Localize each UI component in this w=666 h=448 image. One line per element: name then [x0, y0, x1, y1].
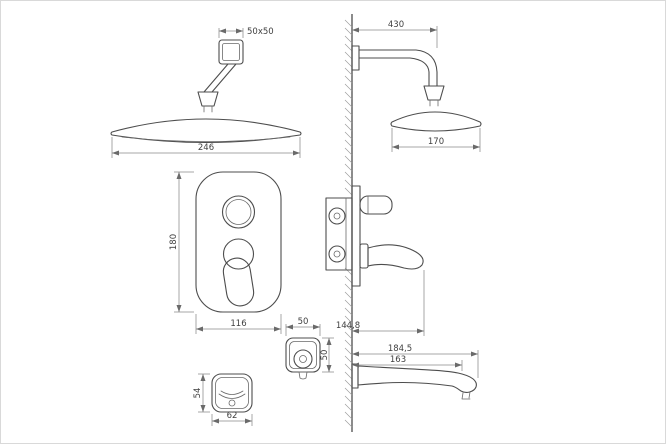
ceiling-flange: [218, 39, 244, 65]
spout-tube-top: [293, 349, 313, 369]
diverter-knob-side: [359, 195, 393, 215]
ball-joint-side: [423, 85, 445, 101]
spout-tube-top-center: [299, 355, 307, 363]
dim-label-plate-width: 116: [230, 319, 246, 329]
head-neck-front: [203, 105, 213, 113]
dim-label-handle-projection: 144,8: [336, 321, 360, 331]
overhead-shower-front-view: 50x50 246: [110, 27, 302, 158]
dimension-spout-front-width: 62: [211, 411, 253, 426]
dim-label-plate-height: 180: [169, 234, 179, 250]
dimension-head-width-side: 170: [391, 128, 481, 152]
dim-label-spout-front-width: 62: [227, 411, 238, 421]
dim-label-spout-top-width: 50: [298, 317, 309, 327]
lever-handle-front: [222, 257, 255, 307]
wall-hatching-lower: [344, 267, 353, 428]
dimension-handle-projection: 144,8: [336, 270, 425, 336]
lever-handle-side: [367, 244, 424, 270]
lever-pivot: [222, 238, 255, 270]
dimension-spout-projection: 163: [352, 355, 463, 371]
mixer-side-view: 144,8: [325, 185, 425, 336]
dimension-spout-projection-total: 184,5: [352, 344, 479, 378]
ball-joint-front: [197, 91, 219, 107]
spout-aerator-front: [228, 399, 236, 407]
inlet-port-bottom: [328, 245, 346, 263]
inlet-port-top: [328, 207, 346, 225]
ceiling-flange-inner: [222, 43, 240, 61]
inlet-port-top-center: [333, 212, 341, 220]
dimension-plate-height: 180: [169, 171, 194, 313]
spout-escutcheon-front: [211, 373, 253, 413]
inlet-port-bottom-center: [333, 250, 341, 258]
diverter-knob-inner: [225, 199, 252, 225]
dimension-spout-front-height: 54: [193, 373, 210, 413]
dim-label-spout-projection: 163: [390, 355, 406, 365]
head-neck-side: [429, 99, 439, 107]
dim-label-spout-projection-total: 184,5: [388, 344, 412, 354]
spout-front-view: 54 62: [193, 373, 253, 426]
shower-head-side: [390, 111, 482, 132]
shower-head-front: [110, 118, 302, 144]
dimension-head-width-front: 246: [111, 137, 301, 158]
mixer-front-view: 180 116: [169, 171, 282, 334]
wall-hatching-upper: [344, 19, 353, 196]
spout-front-curves: [218, 390, 246, 399]
dimension-plate-width: 116: [195, 314, 282, 334]
dim-label-flange-size: 50x50: [247, 27, 274, 37]
spout-top-view: 50 50: [285, 317, 334, 380]
shower-arm-front: [203, 63, 237, 93]
diverter-knob: [221, 195, 256, 229]
dimension-spout-top-width: 50: [285, 317, 321, 336]
dim-label-arm-length: 430: [388, 20, 404, 30]
spout-aerator-side: [461, 391, 471, 400]
shower-head-front-rim: [121, 136, 291, 142]
dimension-spout-top-depth: 50: [320, 337, 334, 373]
spout-side-view: 184,5 163: [351, 344, 479, 400]
spout-escutcheon-front-inner: [215, 377, 249, 409]
dim-label-spout-top-depth: 50: [320, 350, 330, 361]
dimension-arm-length: 430: [352, 20, 438, 48]
dimension-flange-size: 50x50: [218, 27, 274, 38]
dim-label-head-width-side: 170: [428, 137, 444, 147]
dim-label-spout-front-height: 54: [193, 388, 203, 399]
dim-label-head-width-front: 246: [198, 143, 214, 153]
trim-plate-side: [351, 185, 361, 287]
overhead-shower-side-view: 430 170: [351, 20, 482, 152]
shower-arm-side: [358, 49, 438, 87]
mixer-trim-plate: [195, 171, 282, 313]
spout-nose-top: [298, 371, 308, 380]
